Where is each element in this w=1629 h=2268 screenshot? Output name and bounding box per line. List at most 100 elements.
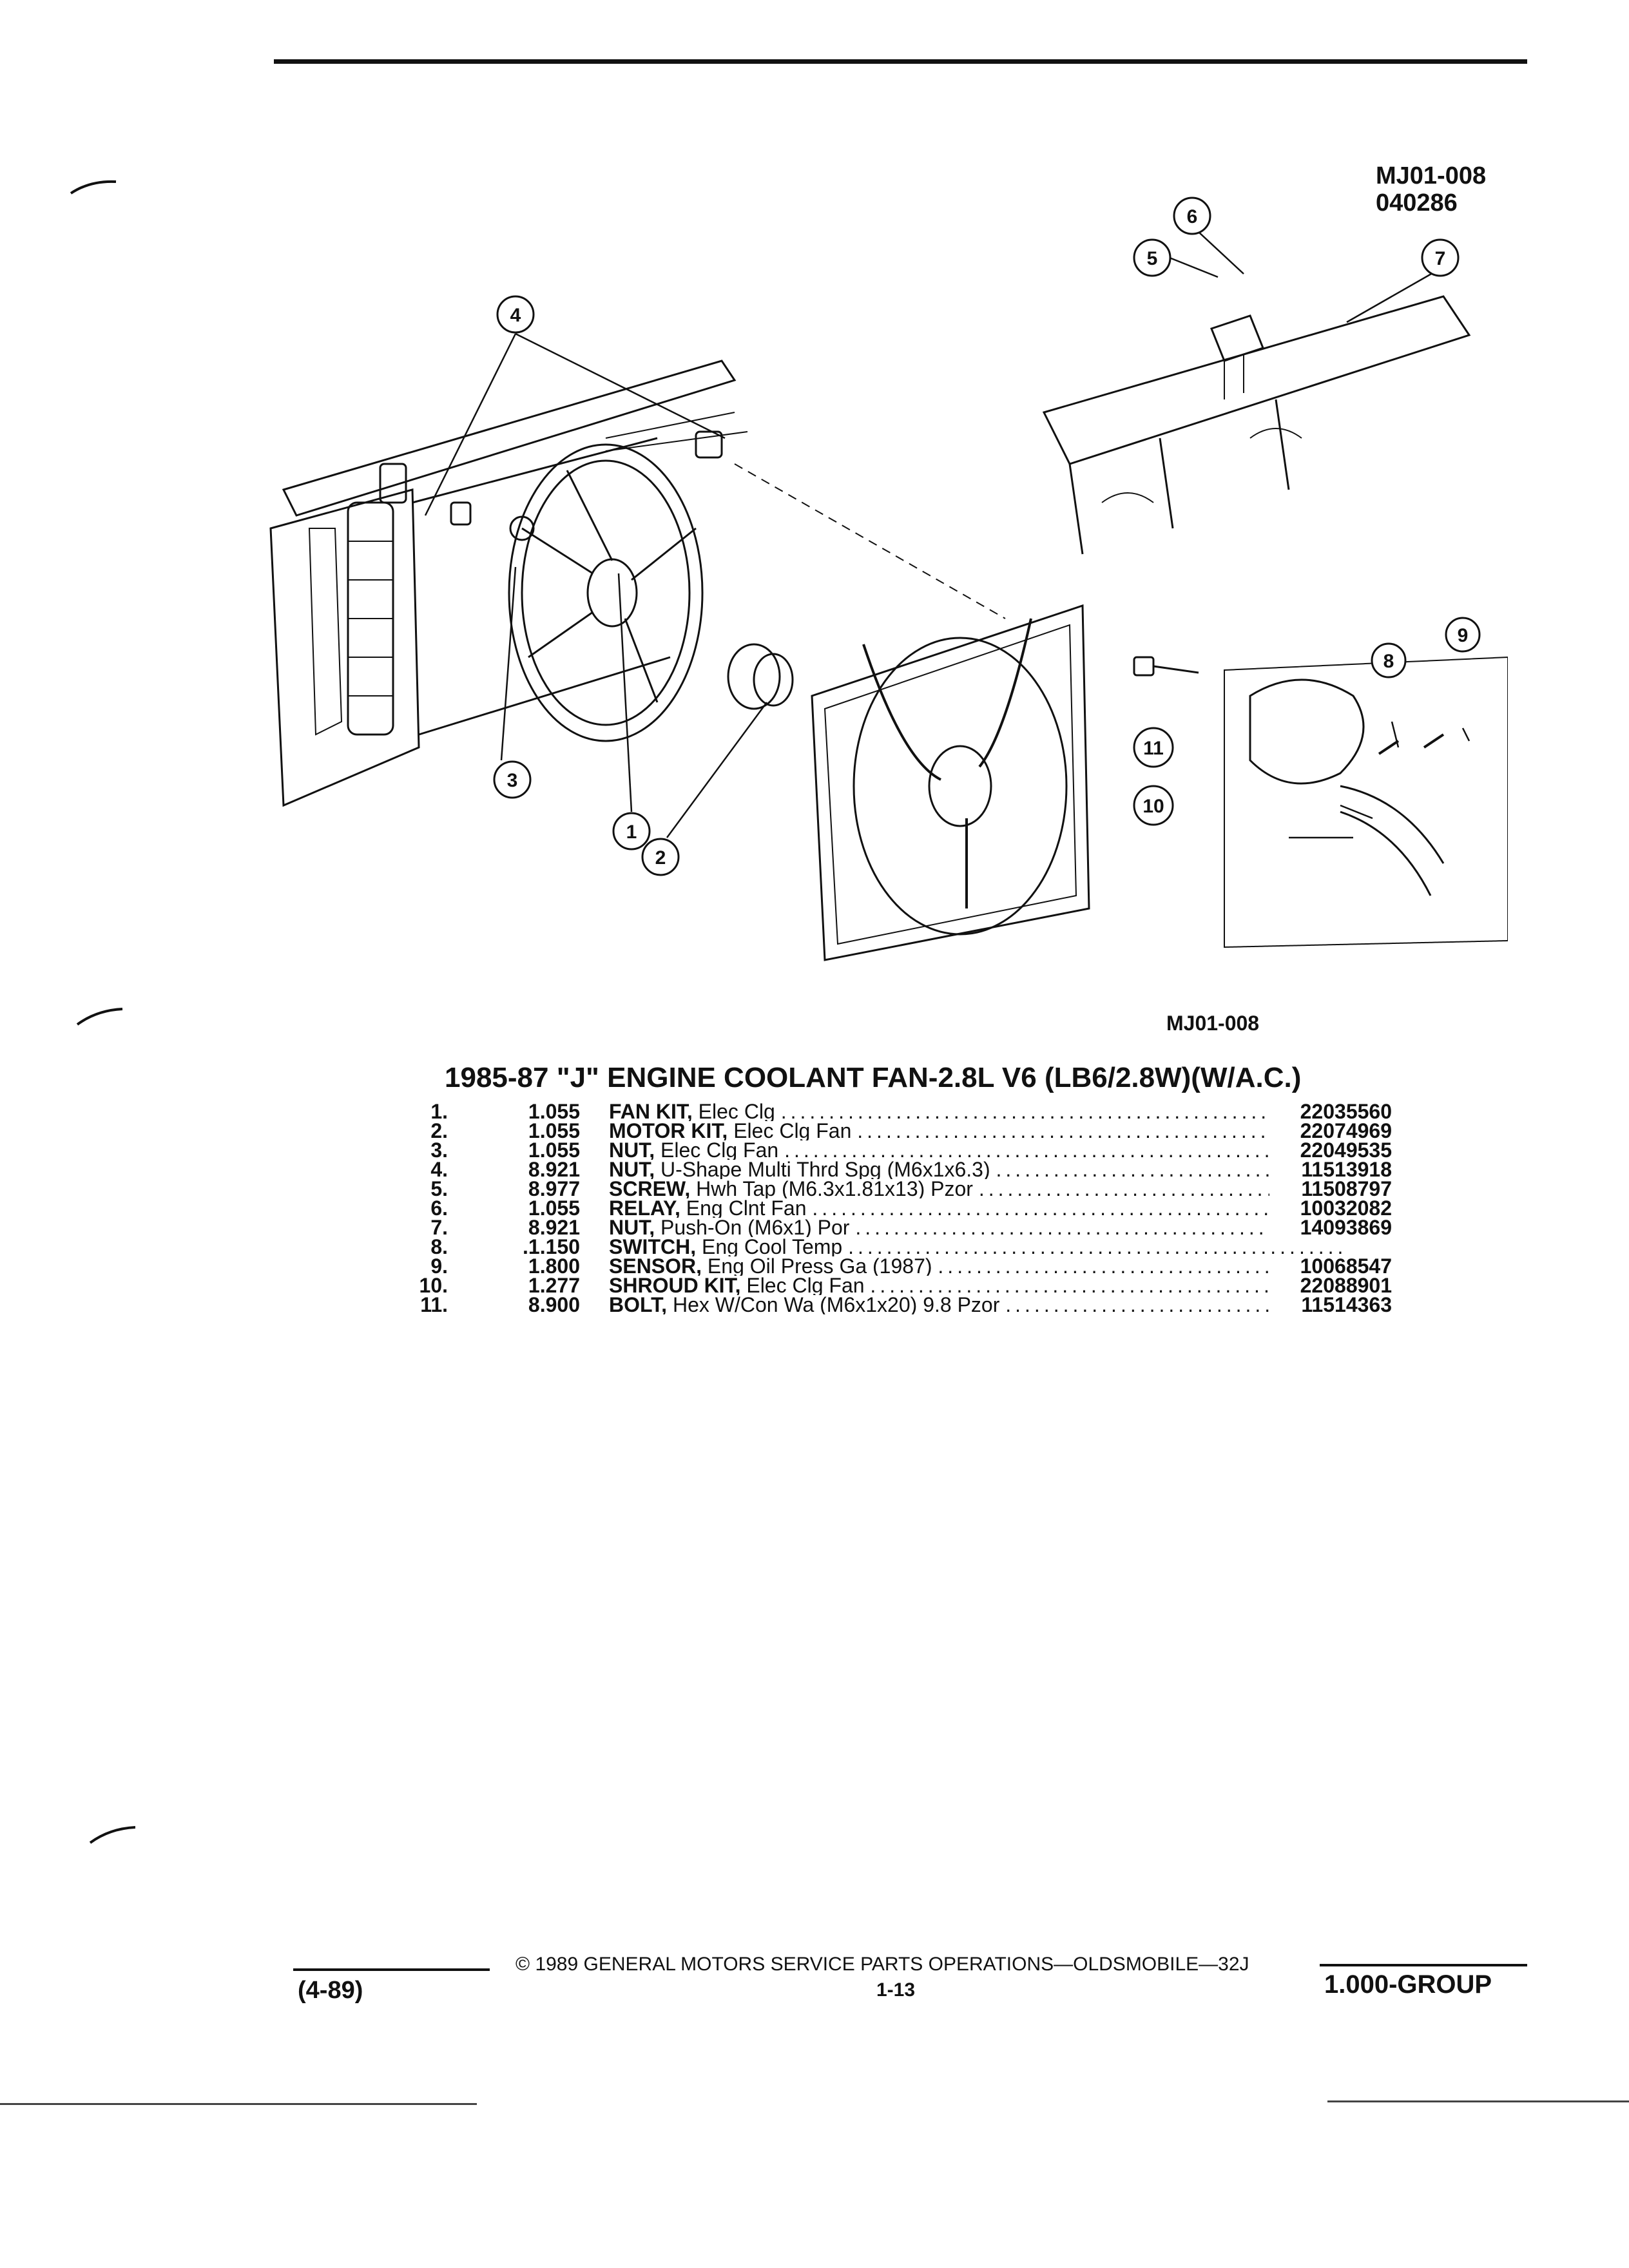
binder-marks [70,180,135,1844]
part-description: NUT, U-Shape Multi Thrd Spg (M6x1x6.3) .… [609,1160,1347,1179]
fan-illustration [508,443,704,742]
item-number: 4. [430,1158,448,1181]
parts-row: 4. 8.921 NUT, U-Shape Multi Thrd Spg (M6… [374,1158,1392,1181]
parts-row: 3. 1.055 NUT, Elec Clg Fan .............… [374,1140,1392,1160]
callout-11: 11 [1133,727,1174,768]
callouts: 4 3 1 2 5 6 7 8 9 10 11 [493,197,1481,876]
callout-4: 4 [496,295,535,334]
part-description: NUT, Push-On (M6x1) Por ................… [609,1218,1347,1237]
part-number: 14093869 [1269,1217,1392,1238]
bottom-rule-right [1327,2100,1629,2102]
svg-text:3: 3 [507,770,518,791]
group-number: 8.921 [528,1158,580,1181]
part-description: MOTOR KIT, Elec Clg Fan ................… [609,1121,1347,1140]
part-number: 10032082 [1269,1198,1392,1218]
part-number: 11513918 [1269,1159,1392,1180]
group-number: 8.921 [528,1216,580,1239]
part-description: SENSOR, Eng Oil Press Ga (1987) ........… [609,1256,1347,1276]
callout-7: 7 [1421,238,1460,277]
callout-9: 9 [1445,617,1481,653]
part-description: SHROUD KIT, Elec Clg Fan ...............… [609,1276,1347,1295]
item-number: 2. [430,1119,448,1142]
footer-rule-left [293,1968,490,1971]
svg-text:2: 2 [655,847,666,869]
svg-text:1: 1 [626,822,637,843]
parts-row: 10. 1.277 SHROUD KIT, Elec Clg Fan .....… [374,1274,1392,1297]
item-number: 7. [430,1216,448,1239]
shroud-illustration [734,463,1090,961]
part-number: 22049535 [1269,1140,1392,1160]
parts-row: 2. 1.055 MOTOR KIT, Elec Clg Fan .......… [374,1119,1392,1142]
group-number: 1.055 [528,1196,580,1220]
drawing-code: MJ01-008 040286 [1376,162,1486,216]
group-number: 1.055 [528,1119,580,1142]
svg-text:10: 10 [1142,796,1164,817]
group-number: 1.055 [528,1139,580,1162]
top-rule [274,59,1527,64]
item-number: 6. [430,1196,448,1220]
part-description: FAN KIT, Elec Clg ......................… [609,1102,1347,1121]
item-number: 1. [430,1100,448,1123]
leader-lines [424,231,1470,839]
svg-text:4: 4 [510,305,521,326]
radiator-support-illustration [269,360,748,807]
diagram-caption: MJ01-008 [1166,1012,1260,1035]
item-number: 5. [430,1177,448,1200]
group-number: 8.977 [528,1177,580,1200]
item-number: 3. [430,1139,448,1162]
parts-row: 7. 8.921 NUT, Push-On (M6x1) Por .......… [374,1216,1392,1239]
parts-row: 8. .1.150 SWITCH, Eng Cool Temp ........… [374,1235,1392,1258]
parts-row: 5. 8.977 SCREW, Hwh Tap (M6.3x1.81x13) P… [374,1177,1392,1200]
footer-copyright: © 1989 GENERAL MOTORS SERVICE PARTS OPER… [516,1954,1249,1975]
callout-6: 6 [1173,197,1211,235]
part-description: NUT, Elec Clg Fan ......................… [609,1140,1347,1160]
footer-group: 1.000-GROUP [1324,1970,1492,1999]
footer-page-number: 1-13 [876,1979,916,2001]
group-number: 8.900 [528,1293,580,1316]
parts-row: 11. 8.900 BOLT, Hex W/Con Wa (M6x1x20) 9… [374,1293,1392,1316]
exploded-parts-diagram: 4 3 1 2 5 6 7 8 9 10 11 [269,197,1508,961]
relay-inset-illustration [1042,295,1471,555]
item-number: 8. [430,1235,448,1258]
part-number: 22074969 [1269,1120,1392,1141]
group-number: 1.277 [528,1274,580,1297]
item-number: 10. [419,1274,448,1297]
part-number: 11514363 [1269,1294,1392,1315]
part-description: BOLT, Hex W/Con Wa (M6x1x20) 9.8 Pzor ..… [609,1295,1347,1314]
group-number: 1.800 [528,1254,580,1278]
footer-rule-right [1320,1964,1527,1966]
svg-text:9: 9 [1458,625,1469,646]
callout-5: 5 [1133,238,1171,277]
bolt-illustration [1133,656,1199,677]
svg-text:8: 8 [1383,651,1394,672]
parts-row: 9. 1.800 SENSOR, Eng Oil Press Ga (1987)… [374,1256,1392,1276]
callout-3: 3 [493,760,532,799]
nut-illustration [509,515,535,541]
parts-row: 1. 1.055 FAN KIT, Elec Clg .............… [374,1100,1392,1123]
callout-10: 10 [1133,785,1174,826]
group-number: 1.055 [528,1100,580,1123]
part-number: 10068547 [1269,1256,1392,1276]
callout-1: 1 [612,812,651,850]
part-number: 22088901 [1269,1275,1392,1296]
group-number: .1.150 [523,1235,580,1258]
drawing-code-line2: 040286 [1376,189,1458,216]
parts-list: 1. 1.055 FAN KIT, Elec Clg .............… [374,1100,1392,1316]
svg-text:5: 5 [1147,248,1158,269]
callout-2: 2 [641,838,680,876]
section-title: 1985-87 "J" ENGINE COOLANT FAN-2.8L V6 (… [445,1062,1302,1093]
part-description: RELAY, Eng Clnt Fan ....................… [609,1198,1347,1218]
svg-text:11: 11 [1143,738,1164,759]
part-description: SCREW, Hwh Tap (M6.3x1.81x13) Pzor .....… [609,1179,1347,1198]
svg-text:6: 6 [1187,206,1198,227]
engine-inset-illustration [1224,656,1508,948]
motor-illustration [727,643,794,710]
bottom-rule-left [0,2103,477,2105]
footer-date-code: (4-89) [298,1977,363,2004]
part-number: 11508797 [1269,1178,1392,1199]
parts-row: 6. 1.055 RELAY, Eng Clnt Fan ...........… [374,1198,1392,1218]
drawing-code-line1: MJ01-008 [1376,162,1487,189]
part-description: SWITCH, Eng Cool Temp ..................… [609,1237,1347,1256]
part-number: 22035560 [1269,1101,1392,1122]
callout-8: 8 [1371,642,1407,678]
